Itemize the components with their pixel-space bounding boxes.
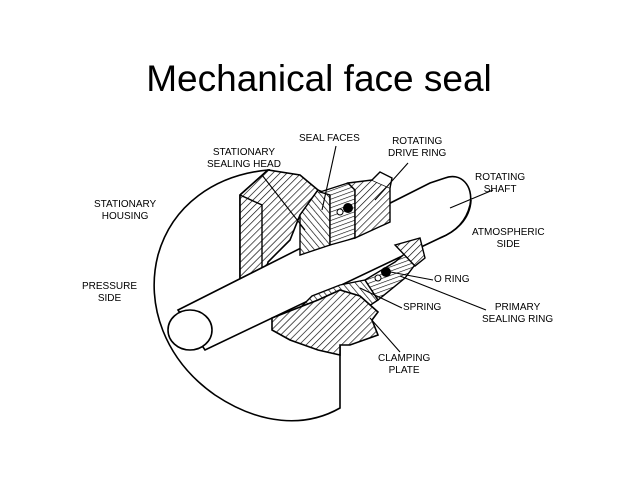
label-primary-sealing-ring: PRIMARY SEALING RING [482, 302, 554, 325]
label-o-ring: O RING [434, 274, 470, 285]
clamping-plate [271, 289, 380, 357]
label-pressure-side: PRESSURE SIDE [82, 281, 138, 304]
leader-lines [261, 145, 494, 353]
label-atmospheric-side: ATMOSPHERIC SIDE [472, 227, 545, 250]
label-rotating-shaft: ROTATING SHAFT [475, 172, 526, 195]
label-rotating-drive-ring: ROTATING DRIVE RING [388, 136, 447, 159]
label-stationary-sealing-head: STATIONARY SEALING HEAD [207, 147, 281, 170]
label-clamping-plate: CLAMPING PLATE [378, 353, 431, 376]
diagram-title: Mechanical face seal [146, 58, 492, 99]
rotating-shaft [167, 175, 472, 352]
label-stationary-housing: STATIONARY HOUSING [94, 199, 157, 222]
label-seal-faces: SEAL FACES [299, 133, 360, 144]
label-spring: SPRING [403, 302, 442, 313]
